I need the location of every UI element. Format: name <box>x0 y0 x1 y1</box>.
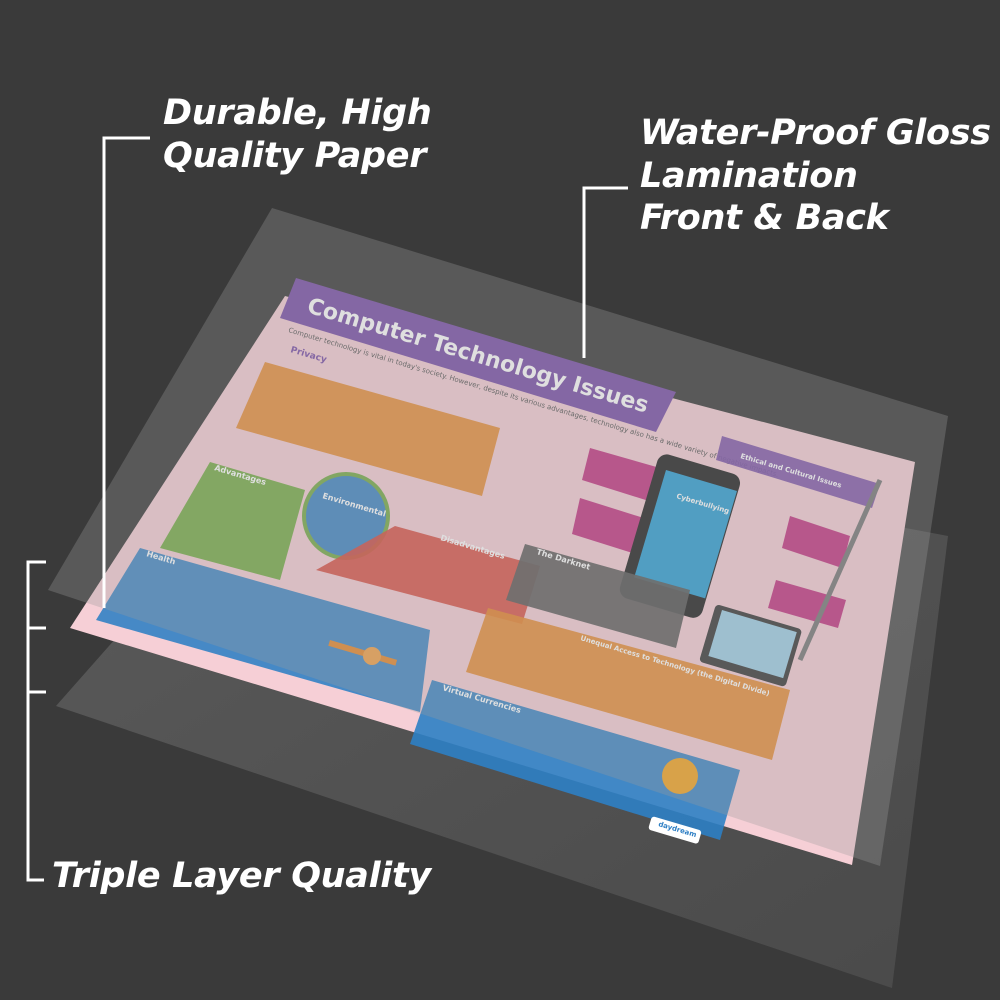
currencies-panel <box>410 680 740 840</box>
note-3 <box>782 516 850 568</box>
lamination-callout-line-2: Lamination <box>640 155 858 196</box>
smartphone-screen <box>634 470 737 599</box>
poster: Computer Technology Issues Computer tech… <box>96 278 883 844</box>
lamination-callout-line-3: Front & Back <box>640 198 889 239</box>
top-lamination-sheet <box>48 208 948 866</box>
ethical-banner <box>716 436 880 508</box>
disadvantages-panel <box>316 526 540 624</box>
privacy-panel <box>236 362 500 496</box>
paper-callout-line-1: Durable, High <box>163 93 432 133</box>
laptop-screen <box>708 610 797 679</box>
signpost-pole <box>797 478 883 662</box>
layers-callout: Triple Layer Quality <box>52 856 431 896</box>
publisher-logo <box>648 816 702 844</box>
paper-callout-line-2: Quality Paper <box>163 135 427 176</box>
poster-title-banner <box>280 278 676 432</box>
access-panel <box>466 608 790 760</box>
paper-callout: Durable, High Quality Paper <box>163 92 432 177</box>
health-panel <box>96 548 430 712</box>
note-1 <box>582 448 660 502</box>
paper-callout-line <box>102 136 150 608</box>
lamination-callout-line <box>582 186 628 358</box>
advantages-panel <box>160 462 305 580</box>
callout-lines <box>26 136 628 882</box>
layers-callout-bracket <box>26 560 46 882</box>
lamination-callout-line-1: Water-Proof Gloss <box>640 113 991 153</box>
bitcoin-coin <box>662 758 698 794</box>
person-illustration <box>363 647 381 665</box>
darknet-panel <box>506 544 690 648</box>
lamination-callout: Water-Proof Gloss Lamination Front & Bac… <box>640 112 991 240</box>
note-4 <box>768 580 846 628</box>
note-2 <box>572 498 650 556</box>
